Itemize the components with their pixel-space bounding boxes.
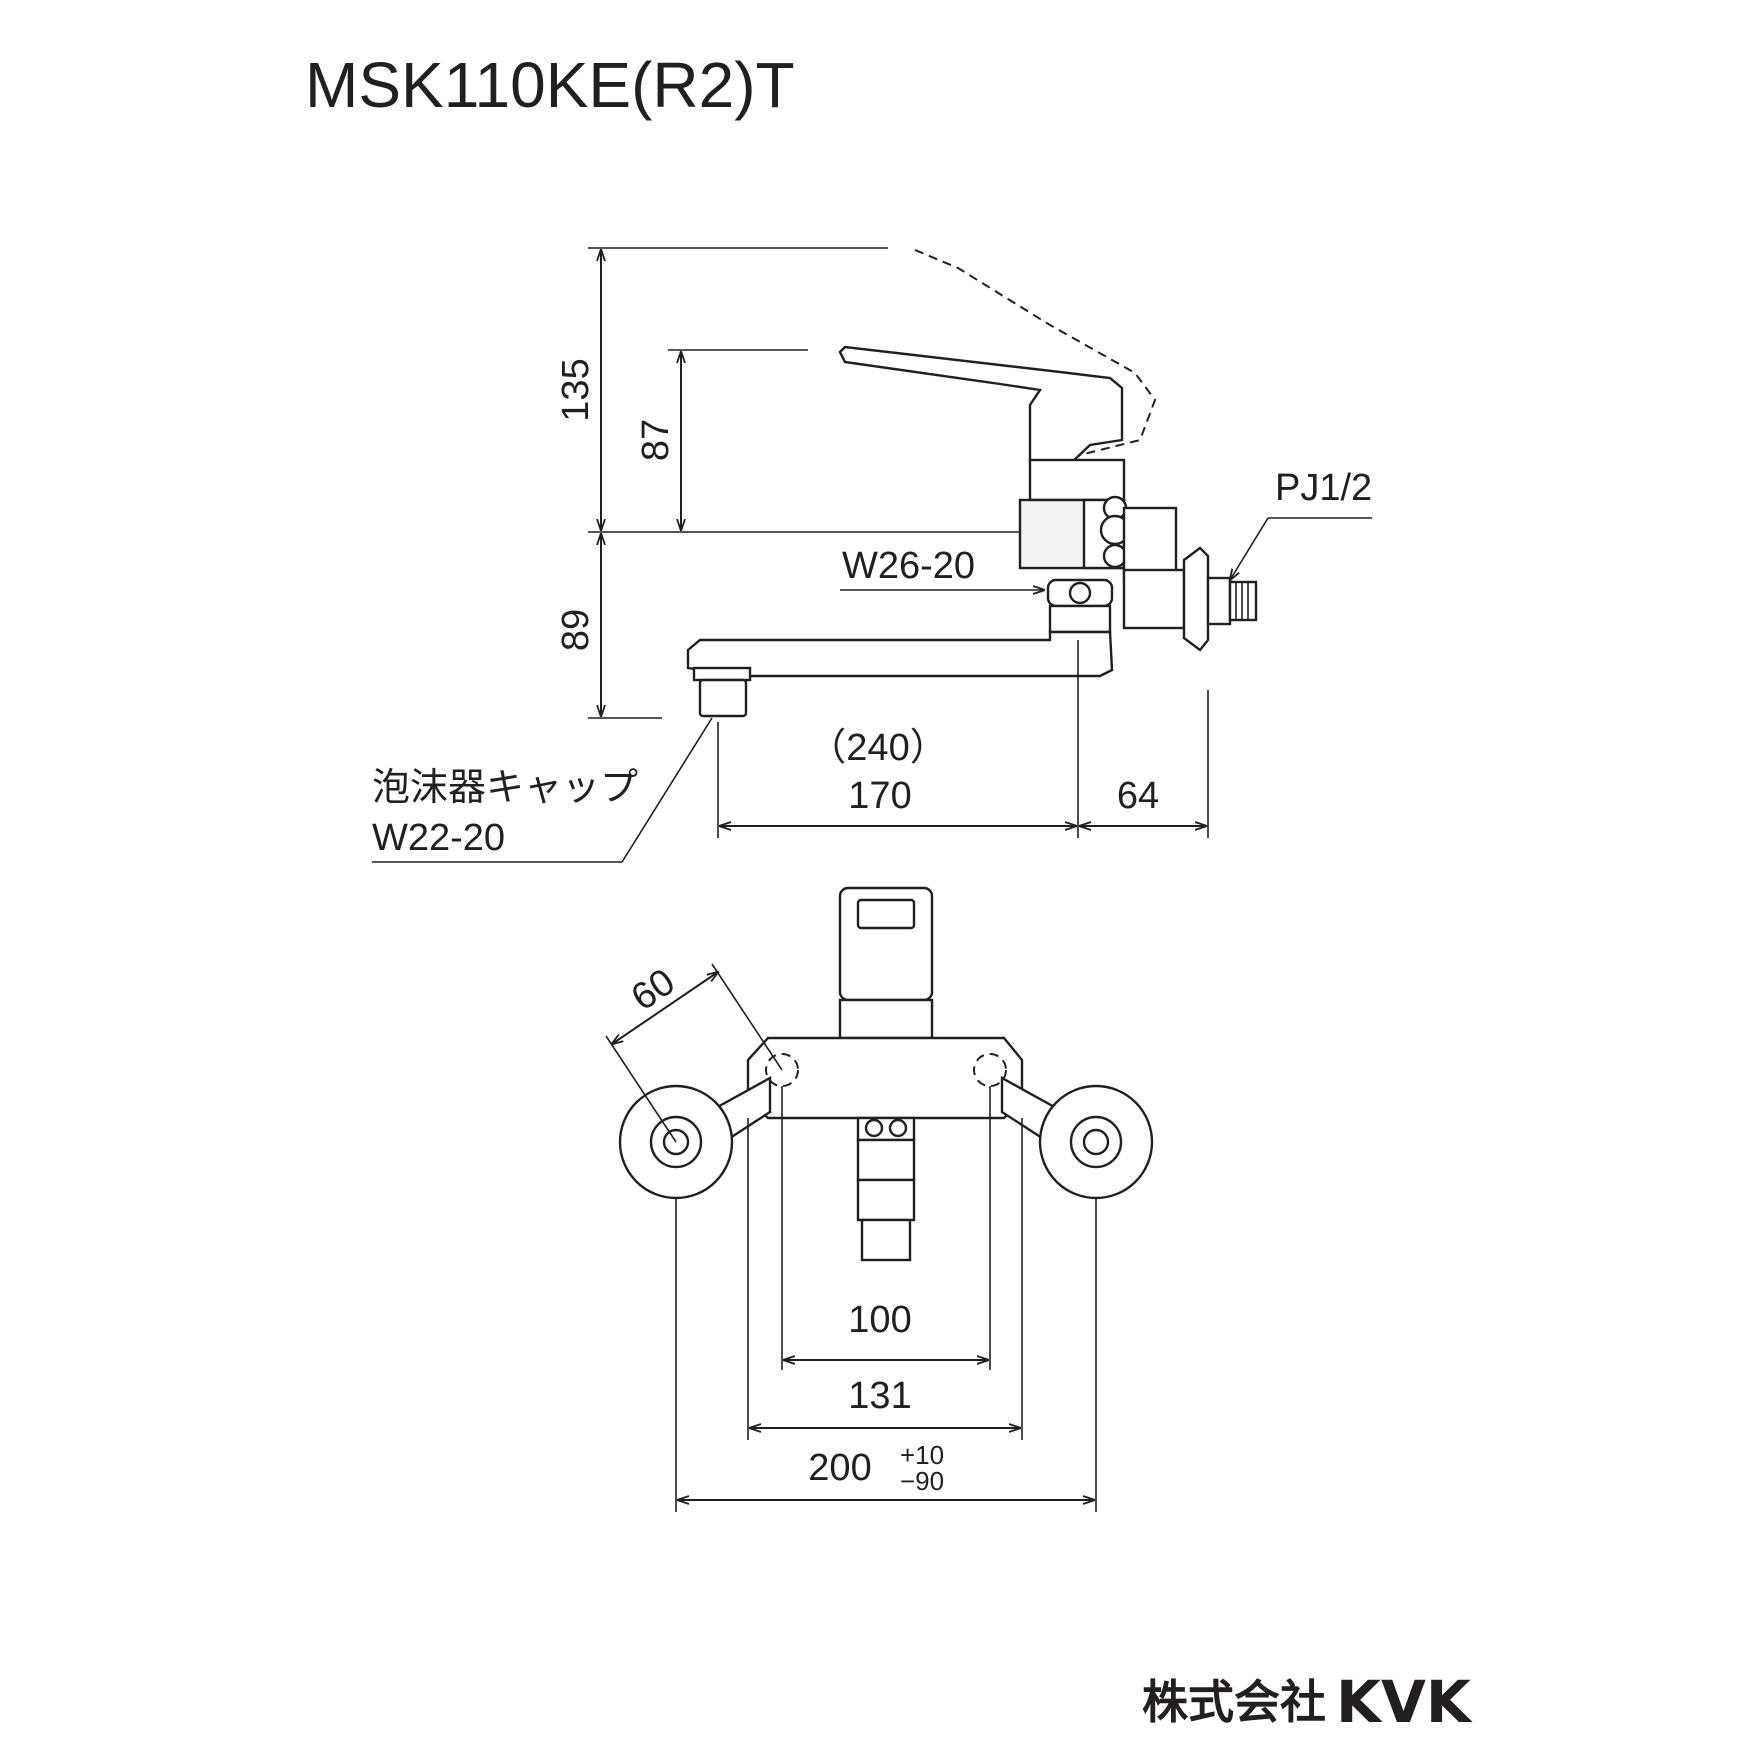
company-type-label: 株式会社 [1142,1675,1326,1729]
brand-logo-kvk: KVK [1336,1668,1473,1736]
hidden-port-left [765,1053,799,1087]
side-view: 135 87 89 PJ1/2 [372,247,1372,863]
handle-label-plate [856,898,916,930]
tolerance-minus: −90 [900,1466,944,1496]
spout-collar-front [856,1138,916,1182]
valve-body-upper [1028,458,1126,502]
dim-label-131: 131 [848,1375,911,1417]
lever-handle [838,345,1124,464]
dim-label-100: 100 [848,1299,911,1341]
dim-label-87: 87 [635,419,677,461]
label-aerator-thread: W22-20 [372,817,505,859]
dim-label-60: 60 [624,961,683,1019]
leader-pj [1230,517,1269,580]
elbow-body [1122,568,1186,630]
flange-nut [1206,576,1232,626]
connector-block [1122,506,1178,582]
aerator-ring [692,666,752,682]
dim-line-60 [612,972,718,1044]
model-title: MSK110KE(R2)T [305,49,795,121]
spout-body-front [856,1178,916,1222]
thread-pj [1228,580,1258,622]
dim-label-64: 64 [1117,775,1159,817]
dim-label-135: 135 [555,358,597,421]
body-bar-front [746,1036,1024,1120]
dim-label-89: 89 [555,609,597,651]
dim-label-170: 170 [848,775,911,817]
label-w26: W26-20 [842,545,975,587]
hidden-port-right [973,1053,1007,1087]
cartridge-front [838,998,934,1040]
label-pj: PJ1/2 [1275,467,1372,509]
label-aerator: 泡沫器キャップ [372,767,638,809]
aerator-front [860,1218,912,1262]
dim-label-200: 200 [808,1447,871,1489]
body-bolt-3 [1102,543,1128,569]
front-view: 60 100 131 200 +10 −90 [605,886,1154,1512]
dim-label-240: （240） [808,727,947,769]
spout [686,630,1114,678]
aerator-cap [698,678,748,718]
spout-collar [1048,604,1112,634]
leader-aerator [621,717,713,863]
tolerance-plus: +10 [900,1440,944,1470]
wall-flange [1182,546,1210,652]
